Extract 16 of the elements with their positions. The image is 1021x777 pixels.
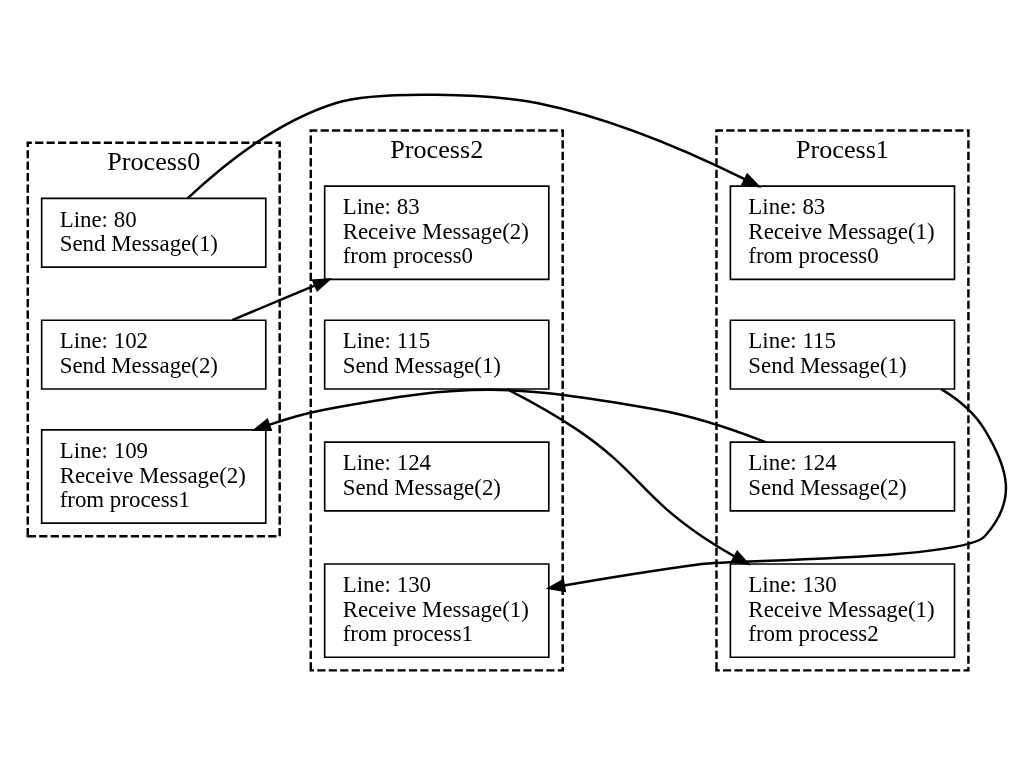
arrow	[251, 388, 767, 443]
node-box: Line: 83 Receive Message(2) from process0	[323, 184, 550, 280]
node-box: Line: 115 Send Message(1)	[323, 318, 550, 390]
node-box: Line: 83 Receive Message(1) from process0	[729, 184, 956, 280]
node-box: Line: 80 Send Message(1)	[40, 197, 267, 268]
arrow	[506, 387, 751, 566]
node-box: Line: 109 Receive Message(2) from process1	[40, 428, 267, 524]
arrow	[545, 387, 1008, 592]
node-box: Line: 124 Send Message(2)	[729, 440, 956, 512]
node-box: Line: 115 Send Message(1)	[729, 318, 956, 390]
arrow	[186, 93, 762, 199]
arrow	[231, 277, 333, 321]
node-box: Line: 130 Receive Message(1) from process1	[323, 562, 550, 658]
node-box: Line: 130 Receive Message(1) from process2	[729, 562, 956, 658]
node-box: Line: 124 Send Message(2)	[323, 440, 550, 512]
node-box: Line: 102 Send Message(2)	[40, 318, 267, 390]
